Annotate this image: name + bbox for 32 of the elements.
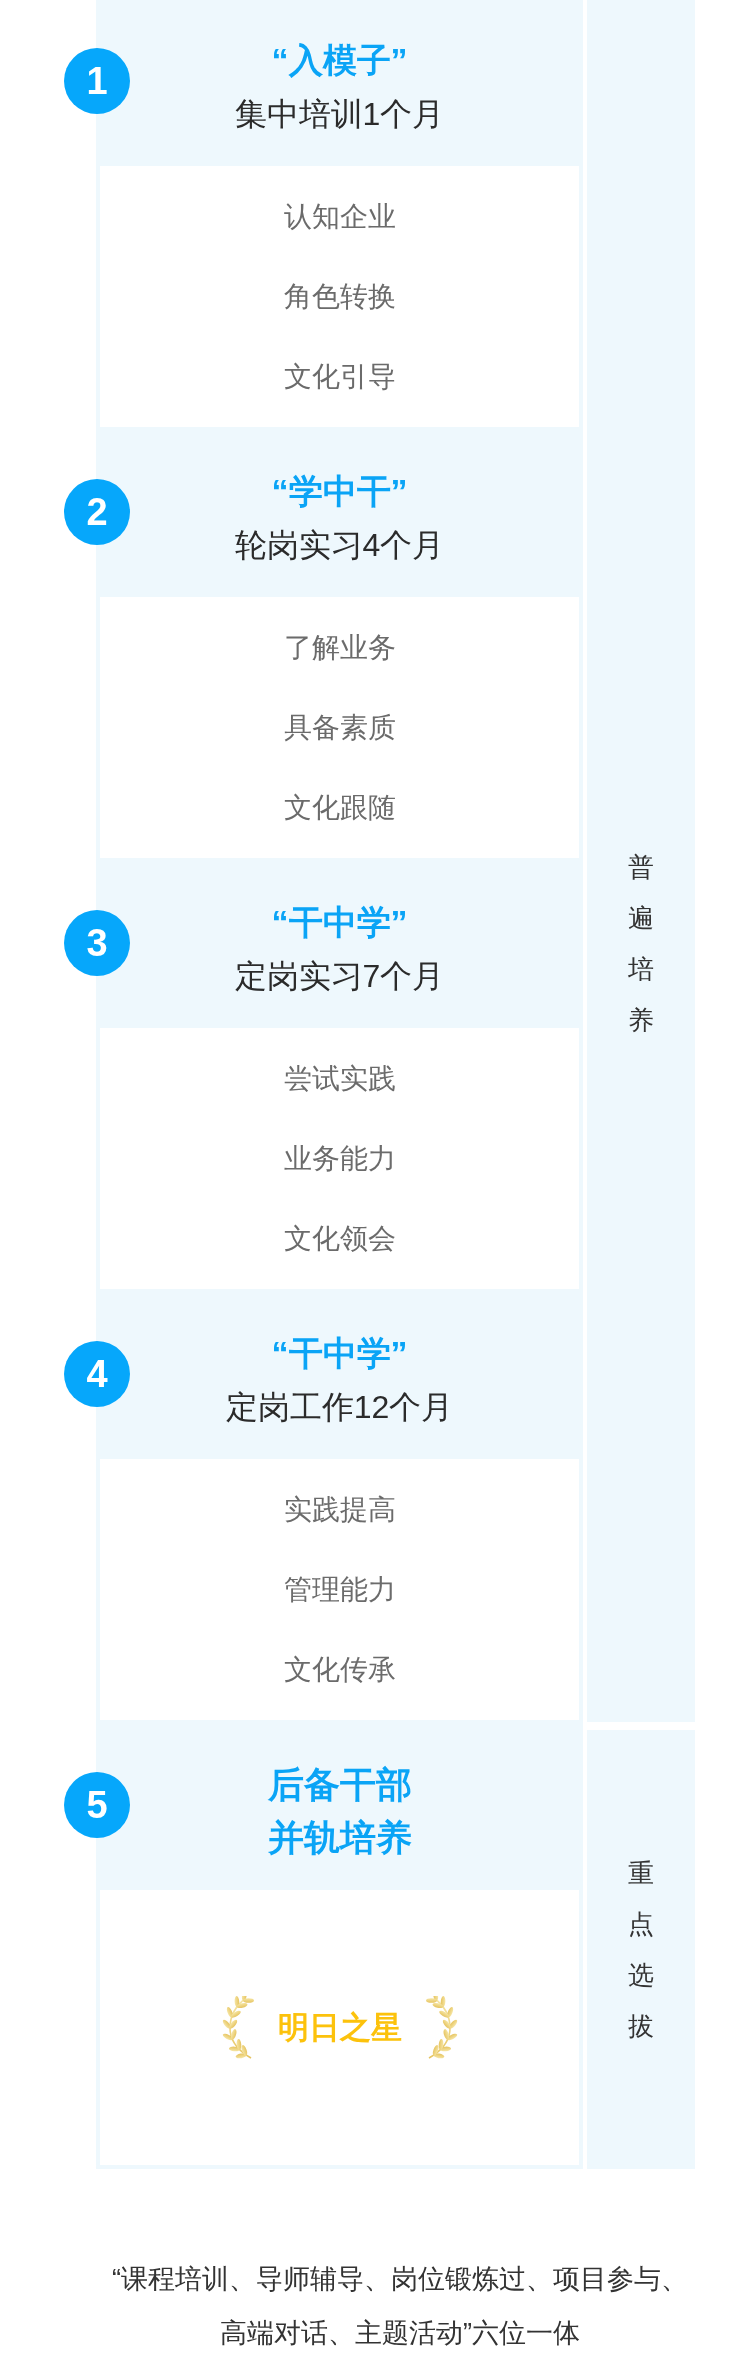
stage-title: “干中学”: [271, 1333, 408, 1374]
caption: “课程培训、导师辅导、岗位锻炼过、项目参与、高端对话、主题活动”六位一体: [111, 2263, 689, 2350]
stage-title: 并轨培养: [267, 1816, 412, 1860]
stage-panel: [96, 1886, 583, 2169]
goal-item: 文化引导: [283, 359, 396, 394]
stage-duration: 轮岗实习4个月: [234, 526, 445, 565]
goal-item: 文化跟随: [283, 790, 396, 825]
stage-title: 后备干部: [267, 1763, 412, 1807]
stage-duration: 定岗实习7个月: [234, 957, 445, 996]
stage-title: “入模子”: [271, 40, 408, 81]
step-number: 1: [64, 48, 130, 114]
award-title: 明日之星: [277, 2008, 402, 2047]
stage-duration: 定岗工作12个月: [225, 1388, 454, 1427]
category-label: 普遍培养: [628, 851, 654, 1037]
goal-item: 了解业务: [283, 630, 396, 665]
stage-duration: 集中培训1个月: [234, 95, 445, 134]
stage-title: “学中干”: [271, 471, 408, 512]
goal-item: 文化传承: [283, 1652, 396, 1687]
goal-item: 尝试实践: [283, 1061, 396, 1096]
goal-item: 角色转换: [283, 279, 396, 314]
goal-item: 具备素质: [283, 710, 396, 745]
goal-item: 实践提高: [283, 1492, 396, 1527]
category-label: 重点选拔: [628, 1856, 654, 2043]
goal-item: 管理能力: [283, 1572, 396, 1607]
step-number: 5: [64, 1772, 130, 1838]
goal-item: 业务能力: [283, 1141, 396, 1176]
step-number: 4: [64, 1341, 130, 1407]
step-number: 2: [64, 479, 130, 545]
step-number: 3: [64, 910, 130, 976]
goal-item: 认知企业: [283, 199, 396, 234]
stage-title: “干中学”: [271, 902, 408, 943]
goal-item: 文化领会: [283, 1221, 396, 1256]
